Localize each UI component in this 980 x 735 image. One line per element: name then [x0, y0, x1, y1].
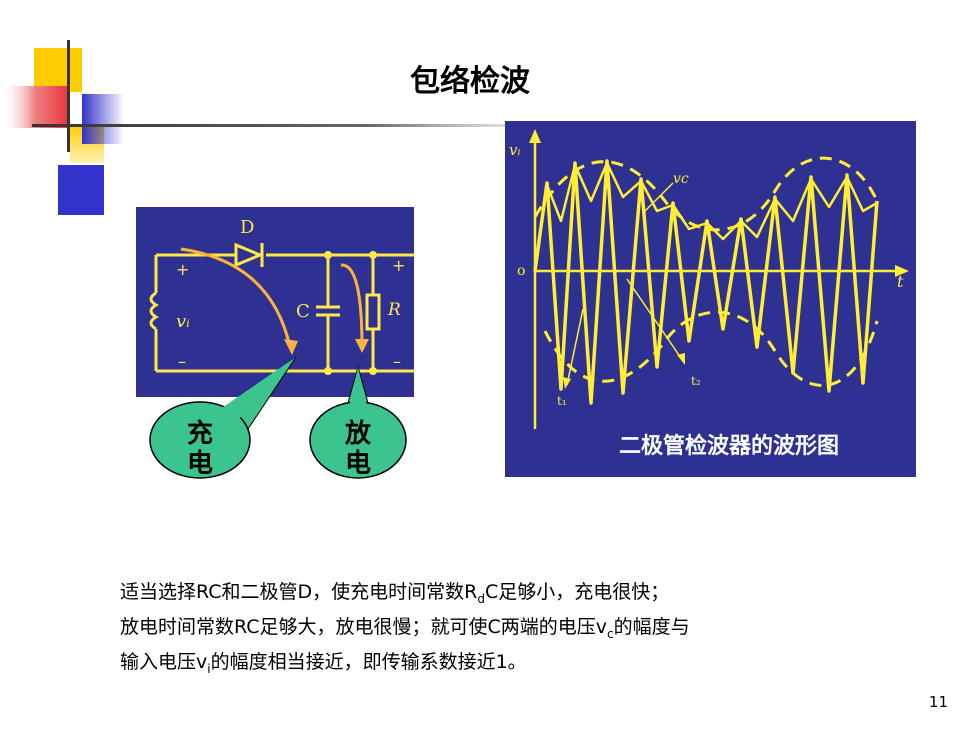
- capacitor-label: C: [296, 301, 310, 322]
- envelope-detector-circuit: D C R vᵢ + – + – 充 电 放 电: [136, 207, 414, 479]
- input-voltage-label: vᵢ: [176, 311, 190, 332]
- charge-current-arrow: [180, 247, 292, 348]
- discharge-arrowhead: [355, 339, 369, 353]
- deco-blue-square: [58, 165, 104, 215]
- t1-label: t₁: [557, 394, 567, 408]
- charge-arrowhead: [284, 339, 298, 355]
- callout-discharge: 放 电: [309, 365, 407, 479]
- page-number: 11: [928, 693, 948, 711]
- body-line-1: 适当选择RC和二极管D，使充电时间常数RdC足够小，充电很快；: [120, 581, 670, 606]
- minus-left-label: –: [178, 352, 186, 371]
- diode-label: D: [240, 217, 254, 238]
- callout-discharge-line2: 电: [345, 449, 371, 479]
- deco-vertical-line: [67, 40, 70, 152]
- x-axis-arrow: [895, 265, 909, 277]
- diode-triangle: [234, 242, 264, 268]
- t2-pointer: [626, 278, 684, 362]
- waveform-caption: 二极管检波器的波形图: [619, 433, 839, 459]
- input-coil: [149, 291, 159, 331]
- deco-horizontal-line: [32, 124, 512, 127]
- t1-pointer: [566, 308, 584, 386]
- deco-red-bar: [0, 86, 70, 128]
- callout-discharge-line1: 放: [344, 418, 372, 449]
- body-line-2: 放电时间常数RC足够大，放电很慢；就可使C两端的电压vc的幅度与: [120, 615, 690, 641]
- node-4: [369, 367, 377, 375]
- y-axis-label: vᵢ: [509, 141, 521, 159]
- vc-label: vc: [673, 171, 689, 187]
- vc-pointer: [644, 182, 674, 212]
- plus-right-label: +: [392, 256, 405, 275]
- slide-title: 包络检波: [410, 64, 530, 99]
- deco-blue-bar: [82, 94, 124, 144]
- carrier-waveform: [533, 159, 879, 405]
- node-1: [324, 251, 332, 259]
- discharge-current-arrow: [340, 263, 364, 348]
- detector-waveform-diagram: vᵢ o t vc t₁ t₂ 二极管检波器的波形图: [505, 121, 916, 477]
- callout-charge-line2: 电: [187, 449, 213, 479]
- body-line-3: 输入电压vi的幅度相当接近，即传输系数接近1。: [120, 650, 527, 676]
- minus-right-label: –: [393, 352, 401, 371]
- node-2: [369, 251, 377, 259]
- node-3: [324, 367, 332, 375]
- x-axis-label: t: [897, 272, 904, 291]
- callout-charge-line1: 充: [187, 418, 213, 449]
- t1-arrowhead: [563, 377, 571, 389]
- upper-envelope: [533, 156, 879, 232]
- corner-decoration: [0, 40, 512, 215]
- resistor-label: R: [387, 300, 401, 320]
- t2-arrowhead: [677, 353, 685, 365]
- plus-left-label: +: [176, 260, 189, 279]
- t2-label: t₂: [691, 374, 701, 388]
- lower-envelope: [543, 310, 879, 387]
- origin-label: o: [517, 263, 525, 279]
- y-axis-arrow: [529, 129, 541, 143]
- callout-charge: 充 电: [149, 356, 297, 479]
- body-paragraph: 适当选择RC和二极管D，使充电时间常数RdC足够小，充电很快； 放电时间常数RC…: [120, 578, 900, 682]
- deco-yellow-square: [34, 48, 82, 92]
- output-voltage-curve: [533, 161, 878, 272]
